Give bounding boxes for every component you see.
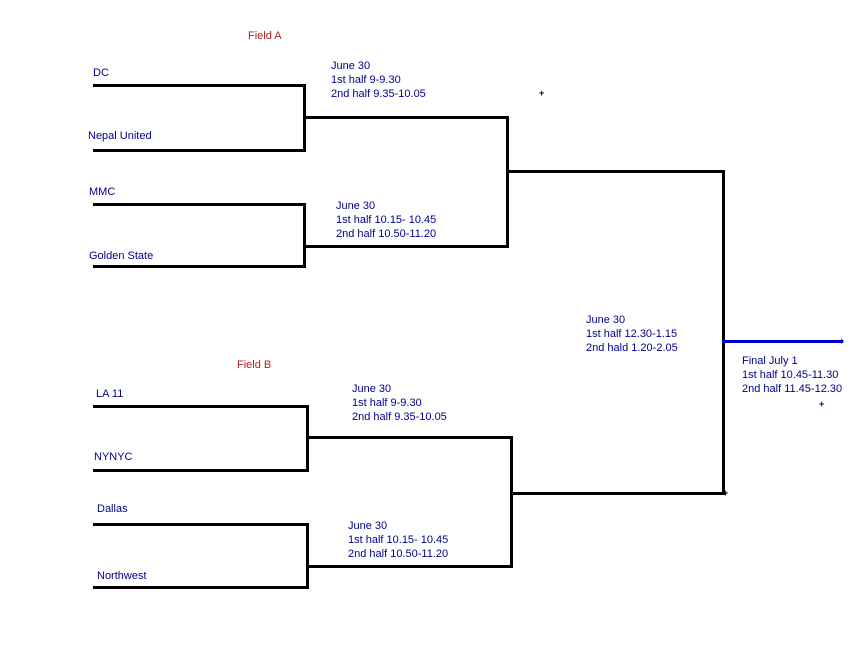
schedule-date: June 30 <box>352 383 392 395</box>
schedule-second-half: 2nd half 10.50-11.20 <box>348 548 449 560</box>
schedule-date: June 30 <box>331 60 371 72</box>
bracket-connector-semifinal-a <box>506 116 509 248</box>
schedule-first-half: 1st half 9-9.30 <box>352 397 422 409</box>
bracket-line-nynyc <box>93 469 308 472</box>
field-a-label: Field A <box>248 30 282 42</box>
team-label-golden-state: Golden State <box>89 250 154 262</box>
schedule-first-half: 1st half 10.45-11.30 <box>742 369 839 381</box>
schedule-date: June 30 <box>586 314 626 326</box>
bracket-winner-line-semifinal-a <box>506 170 725 173</box>
schedule-date: June 30 <box>336 200 376 212</box>
bracket-line-dallas <box>93 523 308 526</box>
plus-anchor-marker: + <box>539 88 545 98</box>
bracket-line-mmc <box>93 203 306 206</box>
team-label-nynyc: NYNYC <box>94 451 133 463</box>
bracket-line-golden-state <box>93 265 306 268</box>
schedule-first-half: 1st half 10.15- 10.45 <box>348 534 449 546</box>
schedule-field-b-match1: June 30 1st half 9-9.30 2nd half 9.35-10… <box>352 382 447 424</box>
bracket-winner-line-match2-b <box>306 565 513 568</box>
team-label-mmc: MMC <box>89 186 116 198</box>
schedule-second-half: 2nd hald 1.20-2.05 <box>586 342 678 354</box>
bracket-connector-final <box>722 170 725 495</box>
schedule-first-half: 1st half 10.15- 10.45 <box>336 214 437 226</box>
bracket-winner-line-semifinal-b <box>510 492 725 495</box>
bracket-line-la-11 <box>93 405 308 408</box>
schedule-field-a-match2: June 30 1st half 10.15- 10.45 2nd half 1… <box>336 199 436 241</box>
bracket-connector-match2-b <box>306 523 309 589</box>
schedule-second-half: 2nd half 9.35-10.05 <box>331 88 426 100</box>
schedule-field-a-match1: June 30 1st half 9-9.30 2nd half 9.35-10… <box>331 59 426 101</box>
bracket-connector-semifinal-b <box>510 436 513 568</box>
bracket-line-dc <box>93 84 306 87</box>
final-winner-line <box>722 340 843 343</box>
bracket-winner-line-match1-b <box>306 436 513 439</box>
schedule-first-half: 1st half 12.30-1.15 <box>586 328 678 340</box>
team-label-dc: DC <box>93 67 109 79</box>
plus-anchor-marker: + <box>723 488 729 498</box>
schedule-final: Final July 1 1st half 10.45-11.30 2nd ha… <box>742 354 842 396</box>
schedule-second-half: 2nd half 9.35-10.05 <box>352 411 447 423</box>
team-label-dallas: Dallas <box>97 503 128 515</box>
team-label-nepal-united: Nepal United <box>88 130 152 142</box>
schedule-date: June 30 <box>348 520 388 532</box>
bracket-line-northwest <box>93 586 308 589</box>
schedule-title: Final July 1 <box>742 355 798 367</box>
bracket-connector-match2-a <box>303 203 306 268</box>
plus-anchor-marker: + <box>839 336 845 346</box>
bracket-winner-line-match2-a <box>303 245 509 248</box>
plus-anchor-marker: + <box>819 399 825 409</box>
bracket-line-nepal-united <box>93 149 306 152</box>
schedule-second-half: 2nd half 10.50-11.20 <box>336 228 437 240</box>
team-label-northwest: Northwest <box>97 570 147 582</box>
schedule-semifinal: June 30 1st half 12.30-1.15 2nd hald 1.2… <box>586 313 678 355</box>
schedule-field-b-match2: June 30 1st half 10.15- 10.45 2nd half 1… <box>348 519 448 561</box>
bracket-winner-line-match1-a <box>303 116 509 119</box>
field-b-label: Field B <box>237 359 272 371</box>
team-label-la-11: LA 11 <box>96 388 124 400</box>
schedule-first-half: 1st half 9-9.30 <box>331 74 401 86</box>
schedule-second-half: 2nd half 11.45-12.30 <box>742 383 843 395</box>
